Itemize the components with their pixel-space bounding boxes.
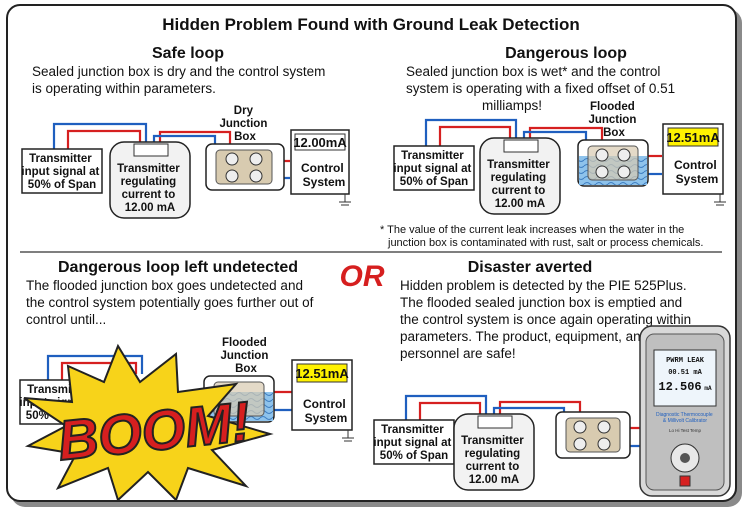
panel-safe-loop: Safe loop Sealed junction box is dry and… [21,45,351,219]
panel-undetected: Dangerous loop left undetected The flood… [19,259,354,500]
safe-ground-symbol [339,194,351,206]
svg-text:Control System: Control System [303,397,349,425]
or-label: OR [340,260,385,293]
dangerous-transmitter-input-box: Transmitter input signal at 50% of Span [393,145,475,191]
undetected-control-system: 12.51mA Control System [291,359,353,431]
safe-junction-box [205,143,285,191]
pie-525plus-calibrator: PWRM LEAK 00.51 mA 12.506 mA Diagnostic … [639,325,731,497]
undetected-ground-symbol [342,430,354,442]
footnote: * The value of the current leak increase… [380,224,703,249]
undetected-heading: Dangerous loop left undetected [58,259,298,276]
safe-loop-description: Sealed junction box is dry and the contr… [32,64,329,96]
device-line2-unit: mA [704,385,712,392]
svg-text:Transmitter input sign: Transmitter input signal at 50% of Span [373,424,454,462]
averted-transmitter-input-box: Transmitter input signal at 50% of Span [373,419,455,465]
undetected-junction-box-label: Flooded Junction Box [220,337,271,375]
panel-dangerous-loop: Dangerous loop Sealed junction box is we… [380,45,726,249]
device-subtitle: Diagnostic Thermocouple & Millivolt Cali… [656,412,714,424]
dangerous-ground-symbol [714,194,726,206]
panel-disaster-averted: Disaster averted Hidden problem is detec… [373,259,731,497]
averted-drained-junction-box [555,411,631,459]
boom-explosion: BOOM! [23,343,274,500]
safe-transmitter-regulating-box: Transmitter regulating current to 12.00 … [109,141,191,219]
page-title: Hidden Problem Found with Ground Leak De… [162,15,579,34]
svg-text:Control System: Control System [674,158,720,186]
undetected-description: The flooded junction box goes undetected… [26,278,317,327]
averted-heading: Disaster averted [468,259,593,276]
dangerous-reading: 12.51mA [666,130,720,145]
svg-text:Transmitter regulating: Transmitter regulating current to 12.00 … [487,159,553,210]
device-line2: 12.506 [658,380,701,394]
svg-text:Transmitter regulating: Transmitter regulating current to 12.00 … [461,435,527,486]
flooded-junction-box-label: Flooded Junction Box [588,101,639,139]
svg-text:Transmitter regulating: Transmitter regulating current to 12.00 … [117,163,183,214]
dangerous-loop-description: Sealed junction box is wet* and the cont… [406,64,679,113]
dangerous-transmitter-regulating-box: Transmitter regulating current to 12.00 … [479,137,561,215]
infographic-canvas: Hidden Problem Found with Ground Leak De… [19,15,731,500]
device-footer: Lo Hi Test Temp [669,428,702,433]
svg-text:Transmitter input sign: Transmitter input signal at 50% of Span [21,153,102,191]
averted-transmitter-regulating-box: Transmitter regulating current to 12.00 … [453,413,535,491]
device-screen [653,349,717,407]
dangerous-flooded-junction-box [577,139,649,187]
svg-text:Transmitter input sign: Transmitter input signal at 50% of Span [393,150,474,188]
svg-text:Control System: Control System [301,161,347,189]
device-header: PWRM LEAK [666,357,705,365]
safe-control-system: 12.00mA Control System [290,129,350,195]
device-line1: 00.51 mA [668,369,702,377]
undetected-loop-wires [46,354,292,412]
dangerous-control-system: 12.51mA Control System [662,123,724,195]
averted-description: Hidden problem is detected by the PIE 52… [400,278,695,361]
safe-transmitter-input-box: Transmitter input signal at 50% of Span [21,148,103,194]
safe-loop-heading: Safe loop [152,45,224,62]
dry-junction-box-label: Dry Junction Box [219,105,270,143]
infographic-frame: Hidden Problem Found with Ground Leak De… [6,4,737,502]
safe-reading: 12.00mA [293,135,347,150]
dangerous-loop-heading: Dangerous loop [505,45,627,62]
undetected-reading: 12.51mA [295,366,349,381]
